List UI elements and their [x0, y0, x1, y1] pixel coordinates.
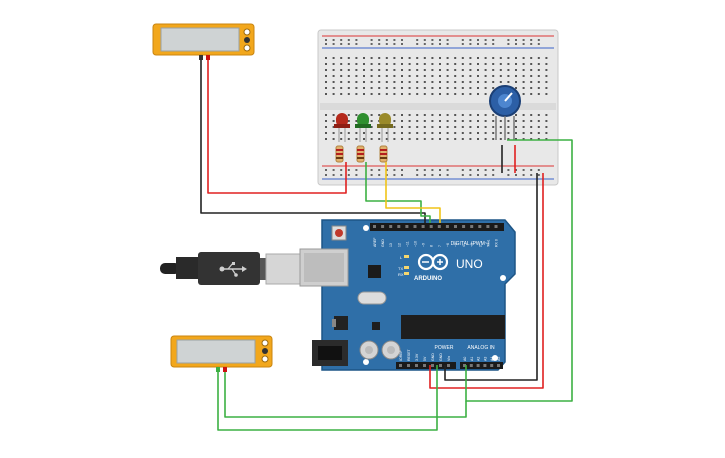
potentiometer[interactable] [489, 85, 521, 140]
digital-pin-label-5: ~10 [414, 241, 418, 247]
analog-pin-label-0: A0 [463, 357, 467, 361]
lcd-module-bottom[interactable] [170, 335, 273, 372]
led-red[interactable] [334, 113, 350, 142]
analog-pin-label-1: A1 [470, 357, 474, 361]
led-l-label: L [400, 255, 403, 260]
digital-pin-label-12: ~3 [470, 243, 474, 247]
wires[interactable] [200, 60, 573, 431]
digital-header[interactable] [370, 223, 504, 231]
power-pin-label-1: RESET [407, 348, 411, 361]
digital-pin-label-1: GND [381, 239, 385, 247]
digital-pin-label-13: 2 [478, 245, 482, 247]
usb-icon [219, 262, 247, 277]
power-pin-label-0: IOREF [399, 350, 403, 361]
model-text: UNO [456, 257, 483, 271]
power-label: POWER [435, 345, 454, 351]
resistor-3[interactable] [379, 145, 388, 163]
usb-cable[interactable] [160, 252, 301, 285]
led-tx-label: TX [398, 266, 403, 271]
digital-pin-label-8: 7 [438, 245, 442, 247]
digital-label: DIGITAL (PWM~) [451, 241, 490, 247]
wire-yellow-led [385, 162, 441, 223]
led-green[interactable] [355, 113, 371, 142]
brand-text: ARDUINO [414, 276, 442, 282]
power-pin-label-6: Vin [447, 356, 451, 361]
wire-black-gnd [444, 173, 538, 381]
led-yellow[interactable] [377, 113, 393, 142]
wire-black-top-lcd [200, 60, 426, 223]
digital-pin-label-9: ~6 [446, 243, 450, 247]
analog-label: ANALOG IN [467, 345, 495, 351]
power-pin-labels: IOREF RESET 3.3V 5V GND GND Vin [399, 348, 451, 361]
digital-pin-label-4: ~11 [405, 241, 409, 247]
power-pin-label-5: GND [439, 353, 443, 361]
digital-pin-label-6: ~9 [422, 243, 426, 247]
led-rx-label: RX [398, 272, 404, 277]
arduino-infinity-logo-icon [417, 253, 449, 271]
digital-pin-label-10: ~5 [454, 243, 458, 247]
power-pin-label-3: 5V [423, 356, 427, 361]
digital-pin-label-7: 8 [430, 245, 434, 247]
wire-green-lcd-bottom-2 [224, 372, 467, 418]
analog-header[interactable] [460, 362, 503, 369]
power-pin-label-4: GND [431, 353, 435, 361]
digital-pin-labels: AREF GND 13 12 ~11 ~10 ~9 8 7 ~6 ~5 4 ~3 2 TX 1 RX 0 [373, 238, 499, 247]
analog-pin-label-2: A2 [477, 357, 481, 361]
lcd-module-top[interactable] [152, 23, 255, 60]
power-pin-label-2: 3.3V [415, 353, 419, 361]
analog-pin-label-5: A5 [497, 357, 501, 361]
digital-pin-label-15: RX 0 [495, 239, 499, 247]
digital-pin-label-14: TX 1 [486, 240, 490, 247]
digital-pin-label-0: AREF [373, 238, 377, 247]
digital-pin-label-11: 4 [462, 245, 466, 247]
resistor-1[interactable] [335, 145, 344, 163]
breadboard[interactable] [317, 29, 559, 186]
analog-pin-label-3: A3 [483, 357, 487, 361]
wire-red-top-lcd [207, 60, 347, 194]
analog-pin-label-4: A4 [490, 357, 494, 361]
arduino-uno-board[interactable]: AREF GND 13 12 ~11 ~10 ~9 8 7 ~6 ~5 4 ~3 2 TX 1 RX 0 DI… [299, 219, 516, 371]
wire-red-5v [429, 173, 544, 389]
digital-pin-label-2: 13 [389, 243, 393, 247]
wire-green-lcd-bottom [217, 365, 438, 431]
resistor-2[interactable] [356, 145, 365, 163]
wire-green-pot-a0 [465, 139, 573, 402]
digital-pin-label-3: 12 [397, 243, 401, 247]
